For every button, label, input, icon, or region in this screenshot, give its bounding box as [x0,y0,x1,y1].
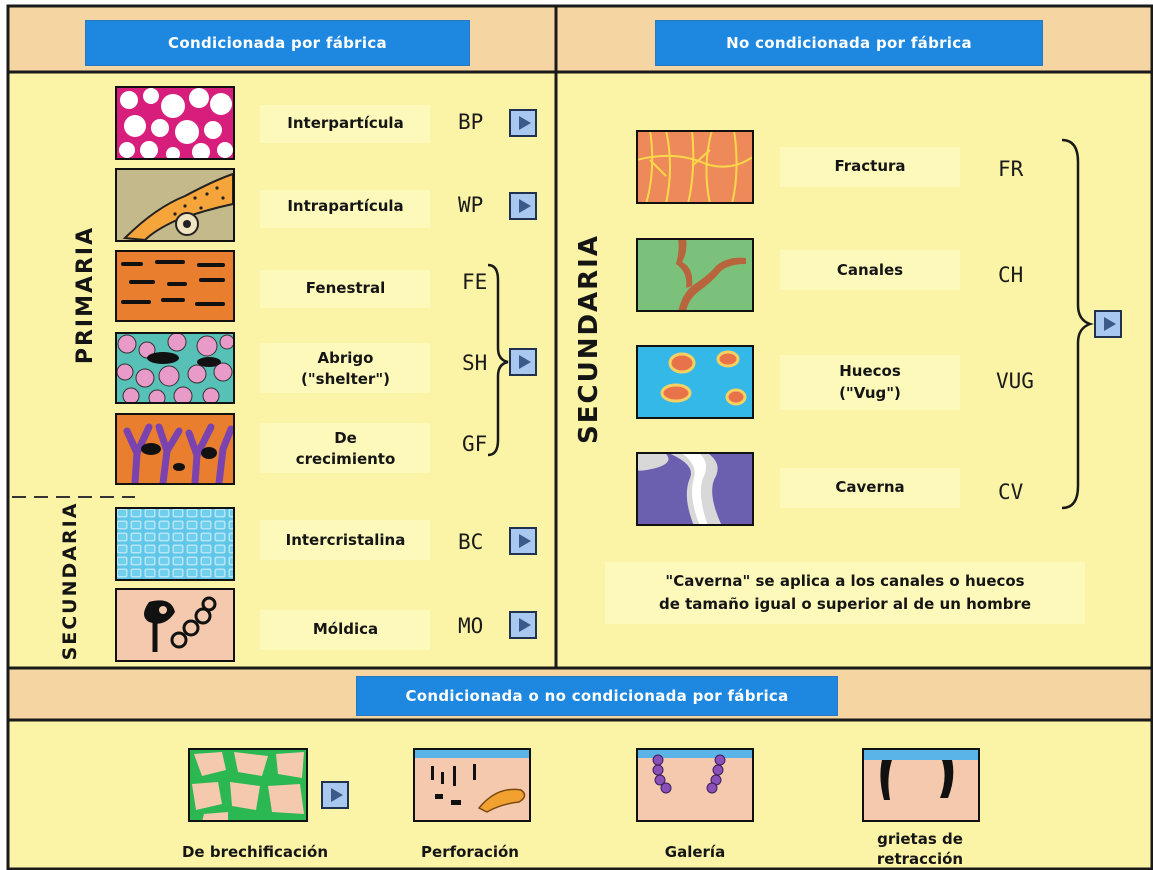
code-sh: SH [462,351,488,375]
header-fabric-either: Condicionada o no condicionada por fábri… [356,676,838,716]
play-button-sh-group[interactable] [509,348,537,376]
play-button-mo[interactable] [509,611,537,639]
code-fe: FE [462,270,488,294]
label-secundaria-right: SECUNDARIA [574,234,604,444]
label-vug: ("Vug") [839,384,901,402]
play-button-wp[interactable] [509,192,537,220]
fracture-porosity-image [636,130,754,204]
play-button-bp[interactable] [509,109,537,137]
label-fractura: Fractura [834,157,906,175]
code-bc: BC [458,530,484,554]
label-grietas: grietas de [877,830,963,848]
shrinkage-porosity-image [862,748,980,822]
vug-porosity-image [636,345,754,419]
fenestral-porosity-image [115,250,235,322]
burrow-porosity-image [636,748,754,822]
header-not-fabric-selective: No condicionada por fábrica [655,20,1043,66]
boring-porosity-image [413,748,531,822]
label-retraccion: retracción [876,850,964,868]
label-brechificacion: De brechificación [181,843,328,861]
label-abrigo: Abrigo [317,349,374,367]
header-fabric-selective: Condicionada por fábrica [85,20,470,66]
label-crecimiento: crecimiento [295,450,396,468]
code-wp: WP [458,193,484,217]
play-button-secondary-group[interactable] [1094,310,1122,338]
play-button-bc[interactable] [509,527,537,555]
label-intraparticula: Intrapartícula [287,197,404,215]
label-interparticula: Interpartícula [287,114,404,132]
interparticle-porosity-image [115,86,235,160]
code-vug: VUG [996,369,1034,393]
play-button-breccia[interactable] [321,781,349,809]
intercrystal-porosity-image [115,507,235,581]
label-caverna: Caverna [835,478,905,496]
label-shelter: ("shelter") [300,370,390,388]
shelter-porosity-image [115,332,235,404]
code-cv: CV [998,480,1024,504]
cavern-porosity-image [636,452,754,526]
label-huecos: Huecos [839,362,901,380]
code-ch: CH [998,263,1024,287]
cavern-note-line2: de tamaño igual o superior al de un homb… [658,595,1032,613]
label-secundaria-left: SECUNDARIA [59,501,81,661]
label-moldica: Móldica [312,620,379,638]
label-intercristalina: Intercristalina [285,531,406,549]
label-fenestral: Fenestral [305,279,386,297]
label-de: De [334,429,357,447]
code-gf: GF [462,432,488,456]
label-primaria: PRIMARIA [73,225,98,365]
channel-porosity-image [636,238,754,312]
cavern-note-line1: "Caverna" se aplica a los canales o huec… [665,572,1025,590]
code-mo: MO [458,614,484,638]
label-perforacion: Perforación [421,843,519,861]
breccia-porosity-image [188,748,308,822]
label-canales: Canales [836,261,904,279]
growth-framework-porosity-image [115,413,235,485]
code-bp: BP [458,110,484,134]
code-fr: FR [998,157,1024,181]
label-galeria: Galería [664,843,726,861]
moldic-porosity-image [115,588,235,662]
intraparticle-porosity-image [115,168,235,242]
